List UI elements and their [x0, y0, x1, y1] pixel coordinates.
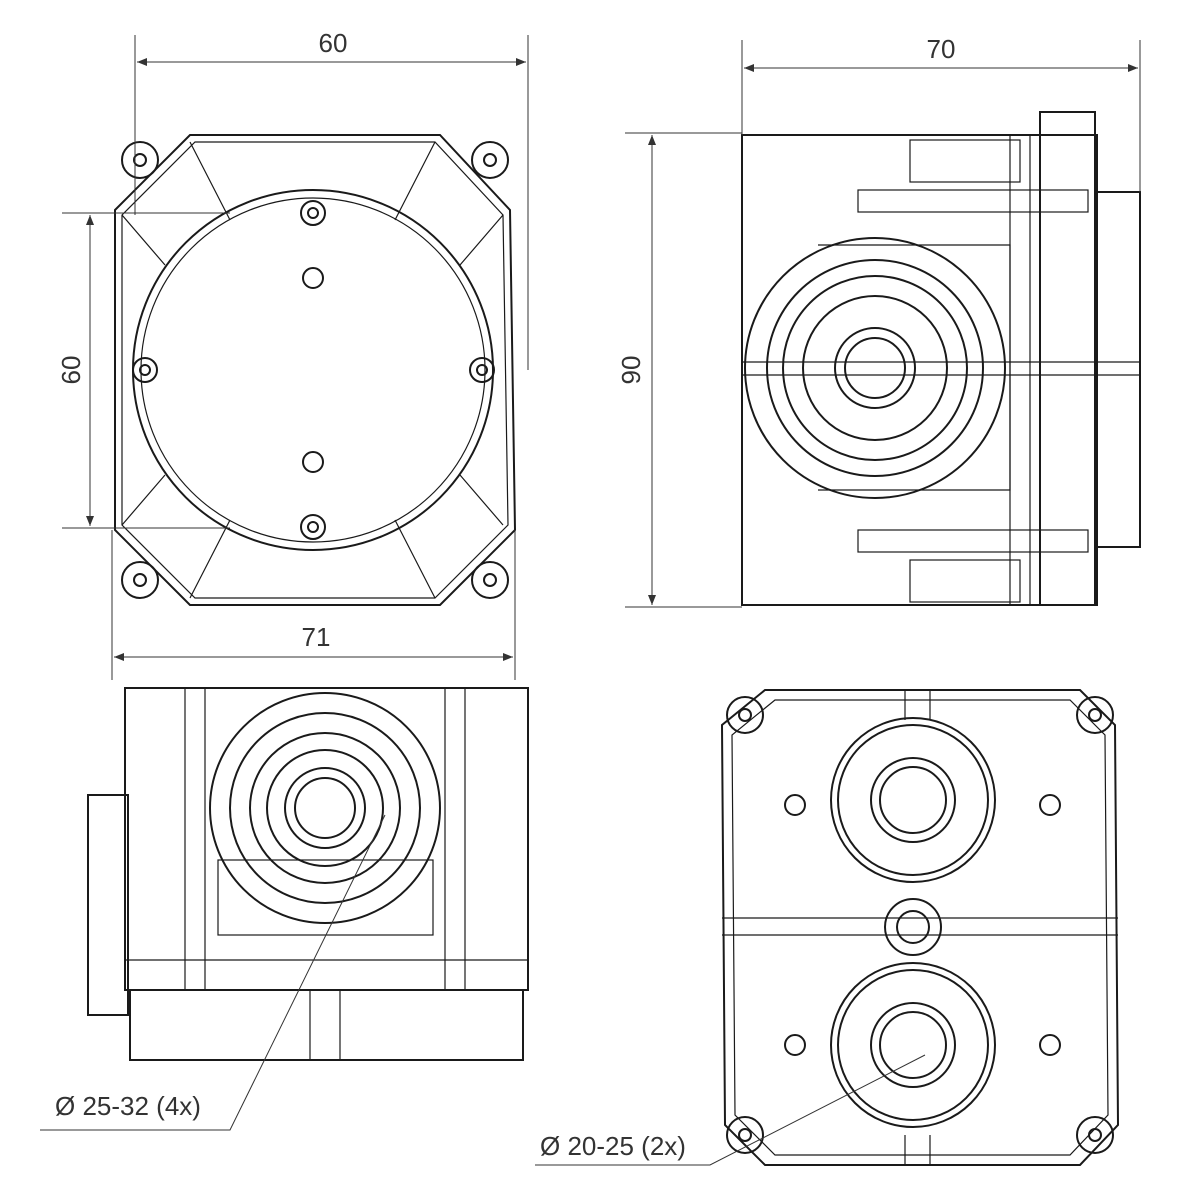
end-view: Ø 25-32 (4x) — [40, 687, 529, 1131]
dimension-height-90: 90 — [616, 356, 646, 385]
side-view: 90 70 — [616, 34, 1141, 608]
dimension-width-71: 71 — [302, 622, 331, 652]
dimension-width-60: 60 — [319, 28, 348, 58]
dimension-height-60: 60 — [56, 356, 86, 385]
front-view: 60 60 71 — [56, 28, 529, 680]
rear-view: Ø 20-25 (2x) — [535, 689, 1120, 1166]
callout-large-entry: Ø 25-32 (4x) — [55, 1091, 201, 1121]
dimension-depth-70: 70 — [927, 34, 956, 64]
callout-small-entry: Ø 20-25 (2x) — [540, 1131, 686, 1161]
